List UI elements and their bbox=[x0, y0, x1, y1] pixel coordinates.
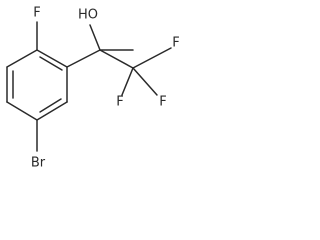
bond-cf3-to-left-fluorine bbox=[121, 67, 134, 96]
bond-cf3-to-right-fluorine bbox=[132, 67, 158, 96]
ring-double-bond-c1-c2 bbox=[39, 56, 63, 71]
cf3-right-fluorine-label: F bbox=[159, 95, 166, 110]
ring-double-bond-c3-c4 bbox=[39, 98, 62, 113]
cf3-top-fluorine-label: F bbox=[172, 36, 179, 51]
bond-ring-to-quaternary-carbon bbox=[66, 49, 101, 68]
ring-bond-c4-c5 bbox=[6, 101, 38, 121]
hydroxyl-label: HO bbox=[78, 8, 98, 23]
bond-cf3-to-top-fluorine bbox=[132, 47, 172, 69]
bond-quaternary-carbon-to-hydroxyl bbox=[89, 24, 101, 51]
ring-bond-c1-c2 bbox=[36, 49, 68, 68]
cf3-left-fluorine-label: F bbox=[116, 95, 123, 110]
ring-fluorine-label: F bbox=[33, 6, 40, 21]
ring-bond-c6-c1 bbox=[6, 49, 38, 68]
chemical-structure-diagram: F HO F F F Br bbox=[6, 6, 180, 171]
bromine-label: Br bbox=[31, 156, 46, 171]
ring-bond-c3-c4 bbox=[36, 101, 68, 121]
bond-quaternary-carbon-to-cf3-carbon bbox=[99, 49, 134, 69]
